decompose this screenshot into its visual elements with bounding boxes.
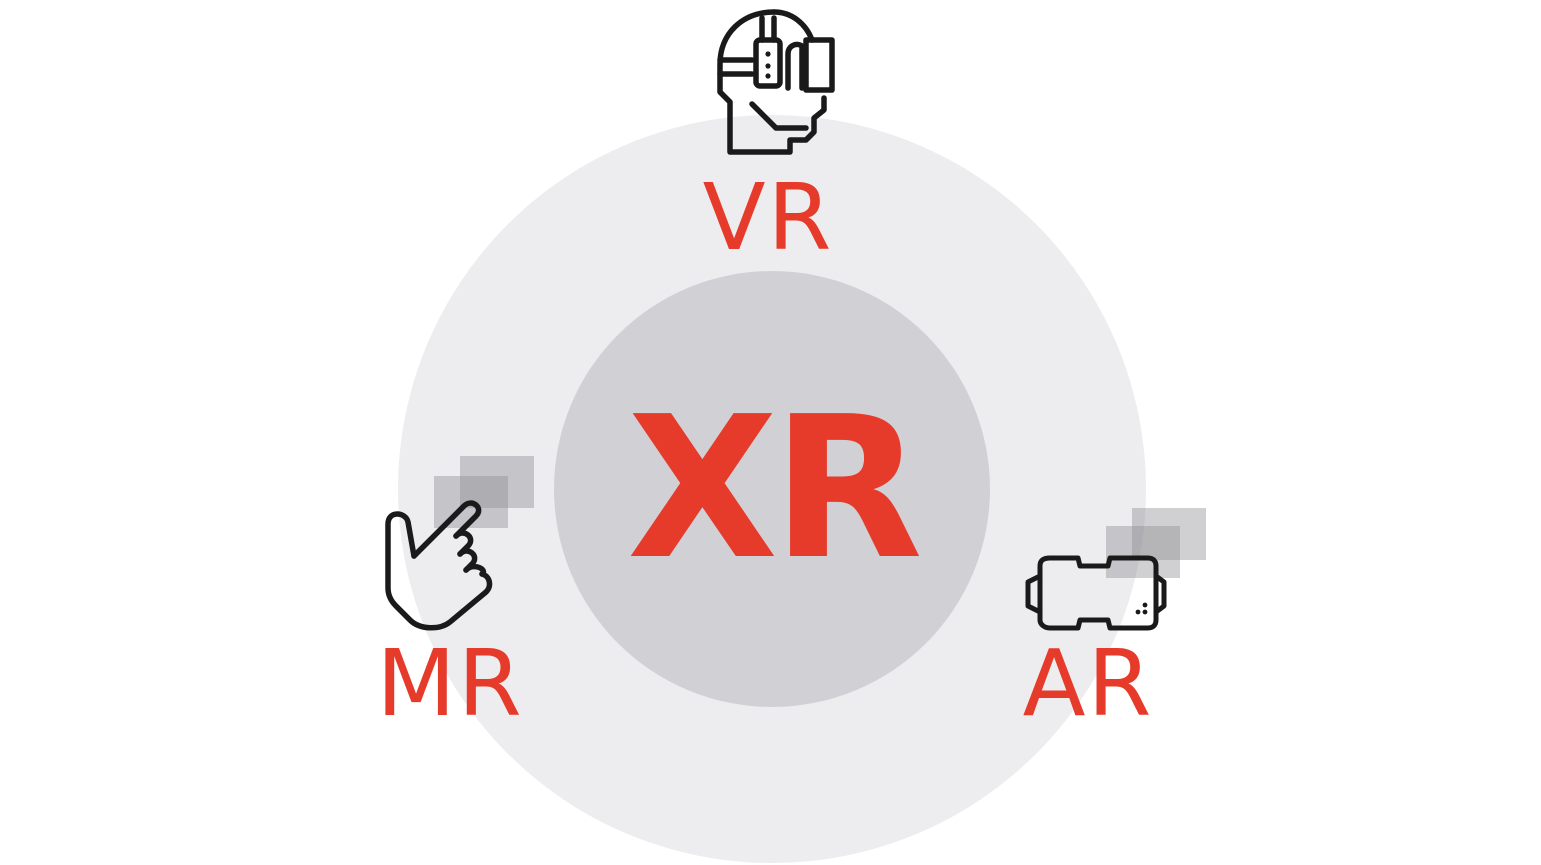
inner-circle [554, 271, 990, 707]
ar-label: AR [1022, 630, 1154, 737]
center-label-xr: XR [626, 375, 923, 603]
ar-glasses-icon [1025, 508, 1206, 631]
vr-headset-head-icon [717, 9, 835, 155]
hand-touch-icon [385, 456, 534, 631]
mr-label: MR [376, 630, 524, 737]
vr-label: VR [702, 164, 834, 271]
